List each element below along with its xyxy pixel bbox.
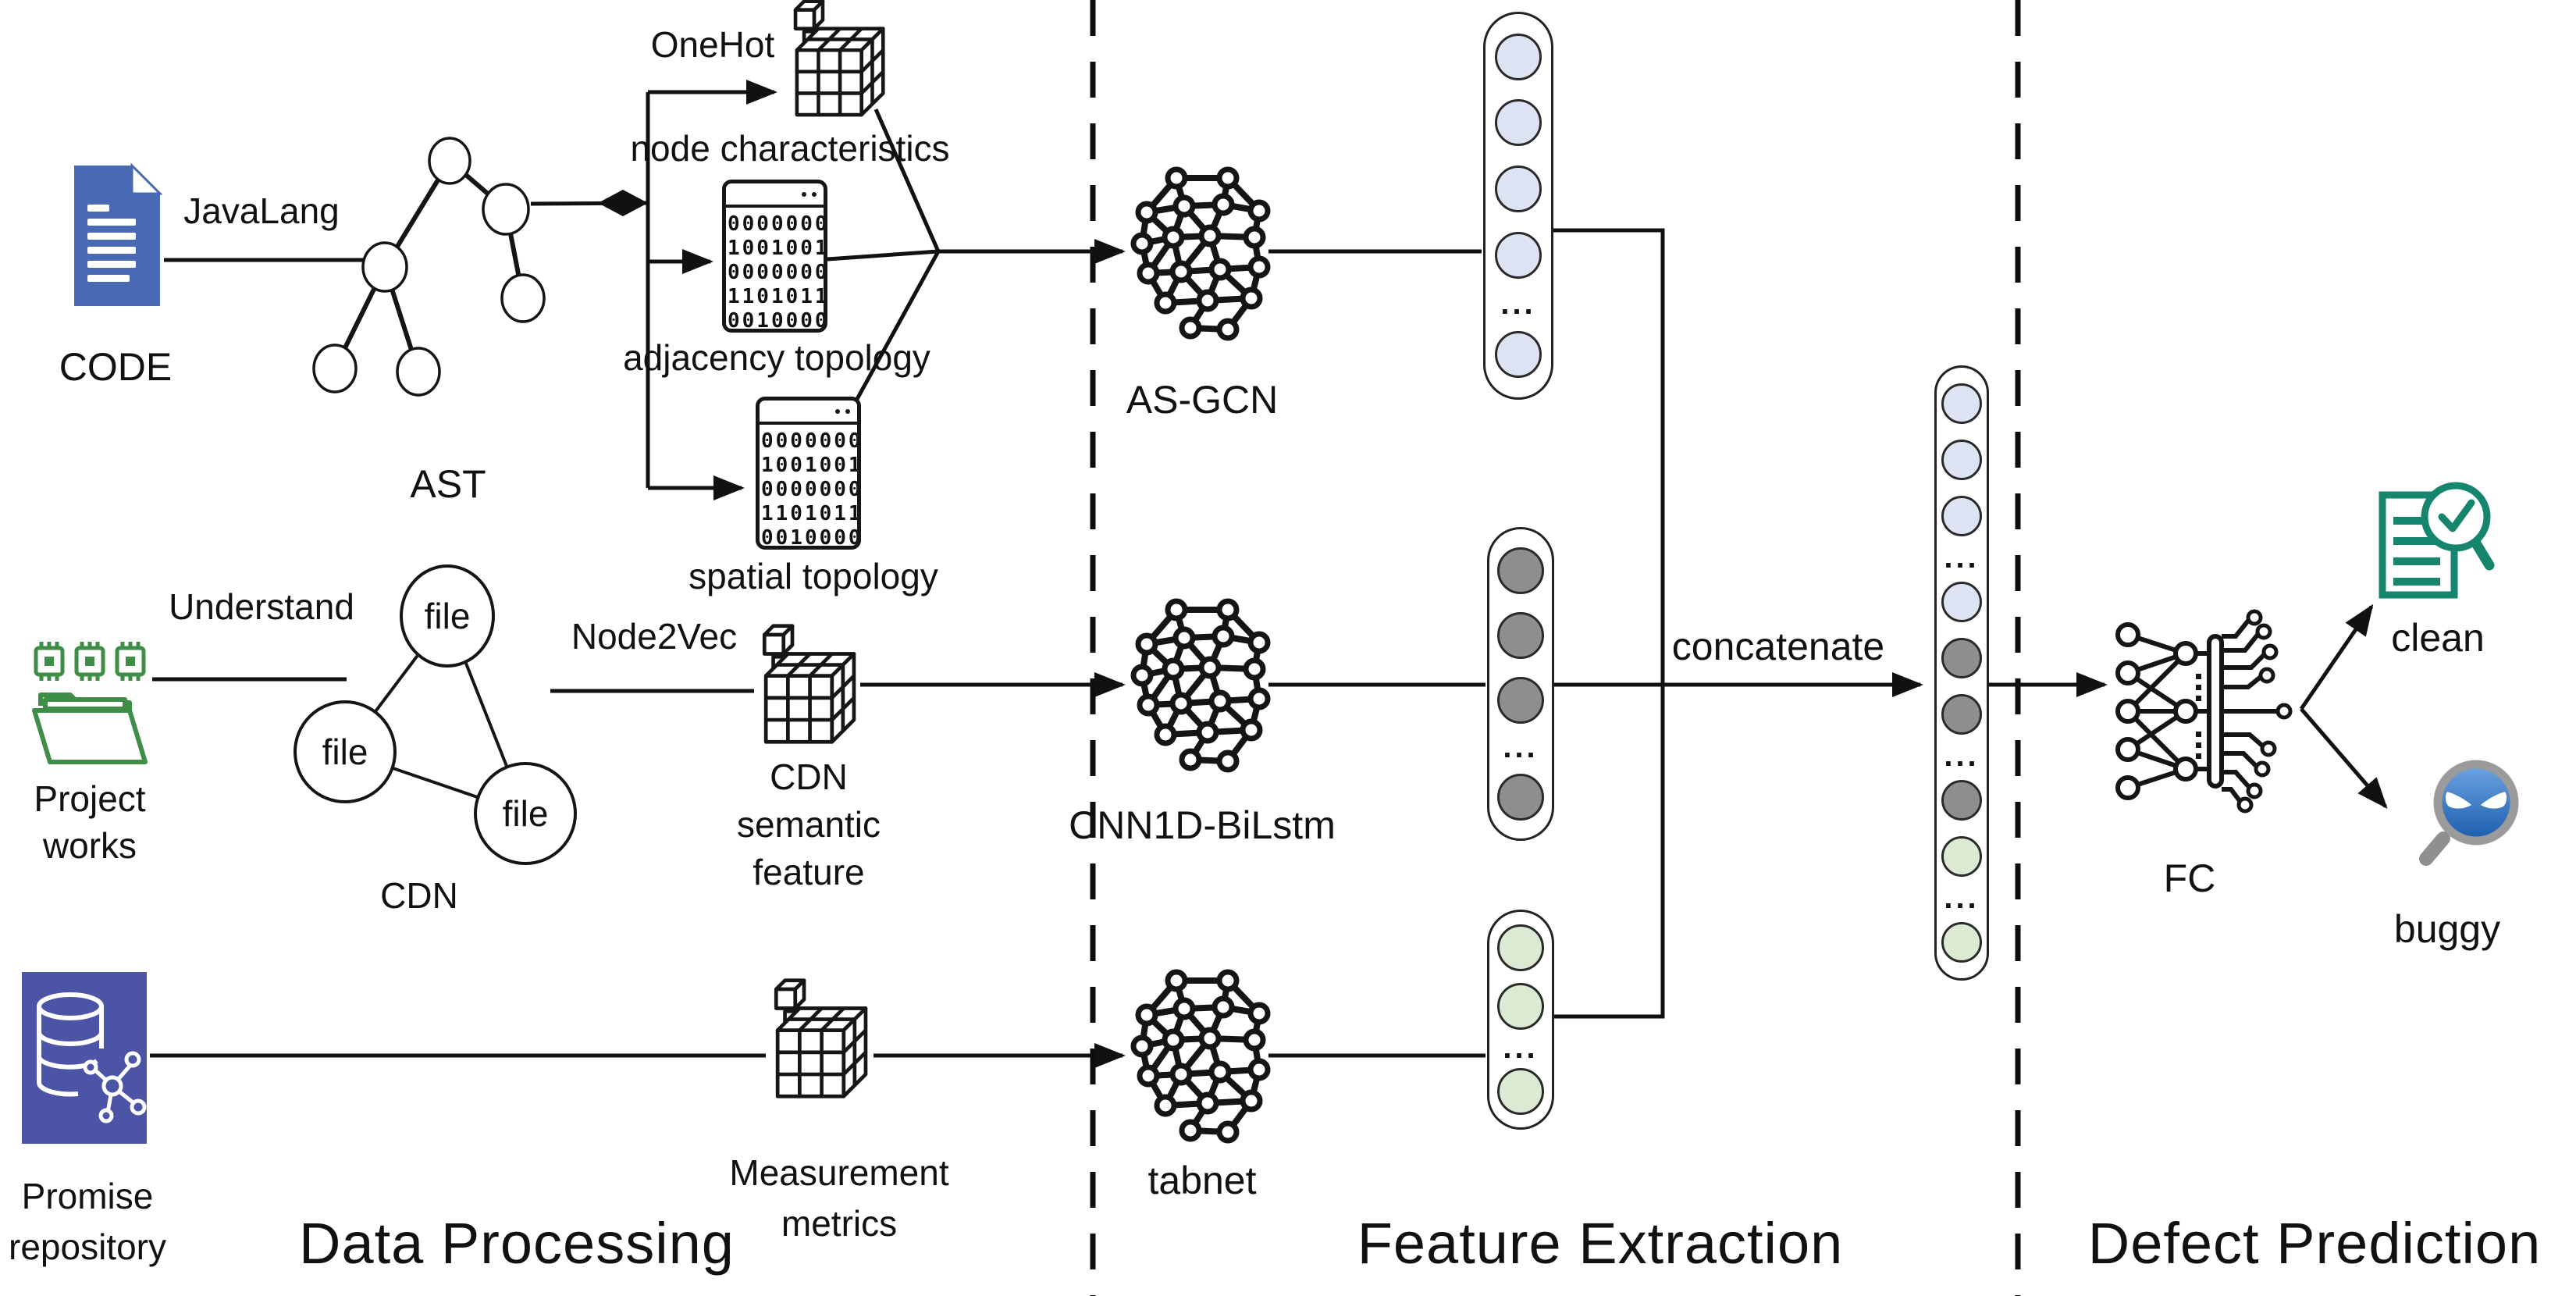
section-title-defect-prediction: Defect Prediction [2087,1211,2542,1276]
clean-label: clean [2391,616,2485,660]
cdn-feature-label-line: CDN [770,757,848,797]
window-bar [726,183,824,208]
flow-connectors [150,80,2388,1068]
adjacency-matrix-icon: 0000000 1001001 0000000 1101011 0010000 [722,180,827,333]
project-works-label-line: Project [34,778,146,819]
file-node-label: file [322,732,368,772]
vector-cell [1495,166,1542,213]
project-folder-icon [32,642,148,764]
project-works-label-line: works [42,825,137,866]
vector-cell [1497,1068,1544,1116]
vector-ellipsis: ... [1944,881,1980,915]
cnn-feature-vector: ... [1487,527,1554,841]
buggy-label: buggy [2393,907,2501,951]
vector-ellipsis: ... [1503,730,1539,764]
matrix-row: 0010000 [728,309,827,333]
window-bar [760,401,857,425]
node-characteristics-label: node characteristics [630,128,950,169]
matrix-row: 1001001 [728,237,827,260]
adjacency-topology-label: adjacency topology [623,337,930,378]
code-label: CODE [59,345,173,389]
fc-label: FC [2163,856,2216,900]
vector-cell [1497,677,1544,724]
fc-network-icon [2115,609,2293,814]
concatenated-feature-vector: ......... [1934,365,1989,981]
vector-cell [1941,922,1982,963]
matrix-row: 1101011 [761,502,861,525]
vector-cell [1941,582,1982,622]
cdn-graph [294,564,577,865]
promise-label-line: repository [9,1227,166,1267]
vector-cell [1941,694,1982,735]
vector-ellipsis: ... [1500,286,1536,321]
vector-cell [1941,836,1982,877]
vector-cell [1497,774,1544,821]
section-title-feature-extraction: Feature Extraction [1357,1211,1844,1276]
code-document-icon [74,162,163,306]
concatenate-label: concatenate [1671,625,1885,668]
javalang-label: JavaLang [183,190,340,231]
spatial-matrix-icon: 0000000 1001001 0000000 1101011 0010000 [756,397,861,550]
vector-cell [1497,547,1544,594]
vector-cell [1497,924,1544,971]
clean-document-check-icon [2379,482,2495,599]
vector-ellipsis: ... [1503,1030,1539,1065]
matrix-row: 0000000 [728,261,827,284]
vector-cell [1941,440,1982,480]
ast-label: AST [410,462,486,506]
section-title-data-processing: Data Processing [299,1211,735,1276]
matrix-row: 1001001 [761,454,861,477]
matrix-row: 0000000 [761,478,861,501]
vector-ellipsis: ... [1944,739,1980,773]
measurement-metrics-label-line: Measurement [729,1152,949,1193]
vector-cell [1495,331,1542,379]
vector-ellipsis: ... [1944,540,1980,575]
vector-cell [1495,99,1542,147]
spatial-topology-label: spatial topology [688,556,938,596]
node2vec-label: Node2Vec [571,616,738,657]
measurement-metrics-label-line: metrics [781,1203,898,1244]
promise-database-icon [22,972,147,1144]
vector-cell [1941,383,1982,424]
onehot-label: OneHot [650,24,775,65]
vector-cell [1497,612,1544,659]
vector-cell [1495,33,1542,80]
matrix-row: 0010000 [761,526,861,550]
vector-cell [1941,780,1982,821]
promise-label-line: Promise [21,1176,154,1216]
vector-cell [1495,231,1542,279]
diamond-junction [598,190,648,216]
matrix-row: 0000000 [728,212,827,236]
cdn-feature-label-line: feature [753,852,865,892]
section-divider [1090,0,2021,1296]
buggy-spy-magnifier-icon [2419,760,2519,866]
file-node-label: file [424,596,471,636]
vector-cell [1941,638,1982,678]
ast-tree [312,137,546,397]
matrix-row: 0000000 [761,429,861,453]
tabnet-label: tabnet [1147,1159,1257,1202]
tabnet-feature-vector: ... [1487,910,1554,1130]
understand-label: Understand [169,586,354,627]
cdn-graph-label: CDN [380,875,458,916]
vector-cell [1941,496,1982,536]
asgcn-label: AS-GCN [1126,378,1279,422]
cdn-feature-label-line: semantic [736,804,881,845]
file-node-label: file [502,793,549,834]
cnn-label: CNN1D-BiLstm [1069,803,1336,847]
vector-cell [1497,983,1544,1031]
asgcn-feature-vector: ... [1483,12,1553,400]
matrix-row: 1101011 [728,285,827,308]
